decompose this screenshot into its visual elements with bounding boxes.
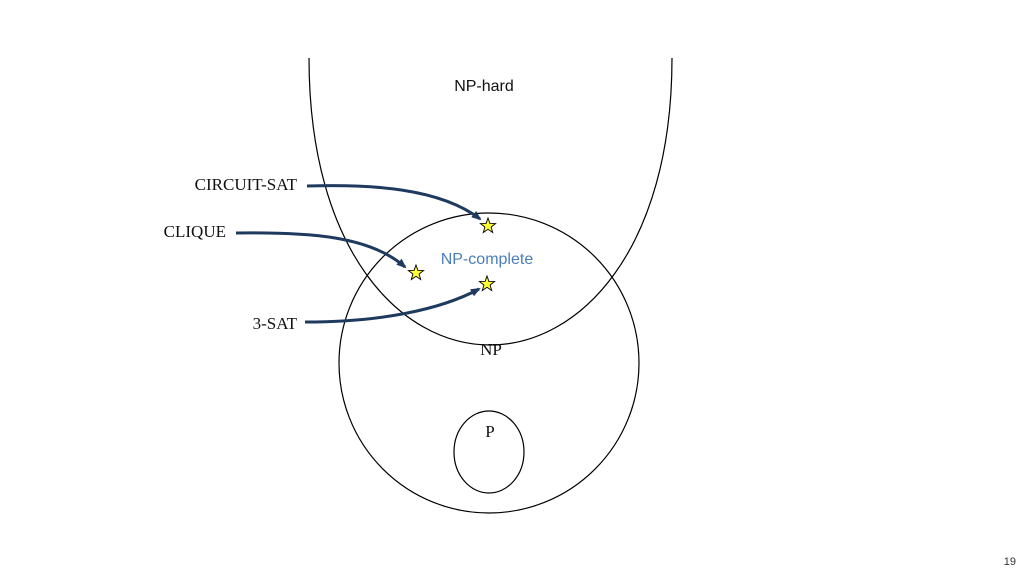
- np-hard-label: NP-hard: [454, 78, 514, 95]
- three-sat-arrow: [304, 287, 481, 324]
- circuit-sat-label: CIRCUIT-SAT: [195, 175, 298, 194]
- np-complete-label: NP-complete: [441, 251, 534, 268]
- clique-label: CLIQUE: [164, 222, 226, 241]
- star-icon: [407, 263, 425, 281]
- np-label: NP: [480, 340, 502, 359]
- np-circle: [338, 212, 640, 514]
- page-number: 19: [1003, 556, 1016, 568]
- clique-arrow: [235, 231, 407, 269]
- circuit-sat-arrow: [306, 184, 482, 221]
- np-hard-region: [308, 57, 673, 346]
- star-icon: [478, 274, 496, 292]
- p-label: P: [485, 422, 494, 441]
- p-ellipse: [453, 410, 525, 494]
- three-sat-label: 3-SAT: [253, 314, 298, 333]
- star-icon: [479, 216, 497, 234]
